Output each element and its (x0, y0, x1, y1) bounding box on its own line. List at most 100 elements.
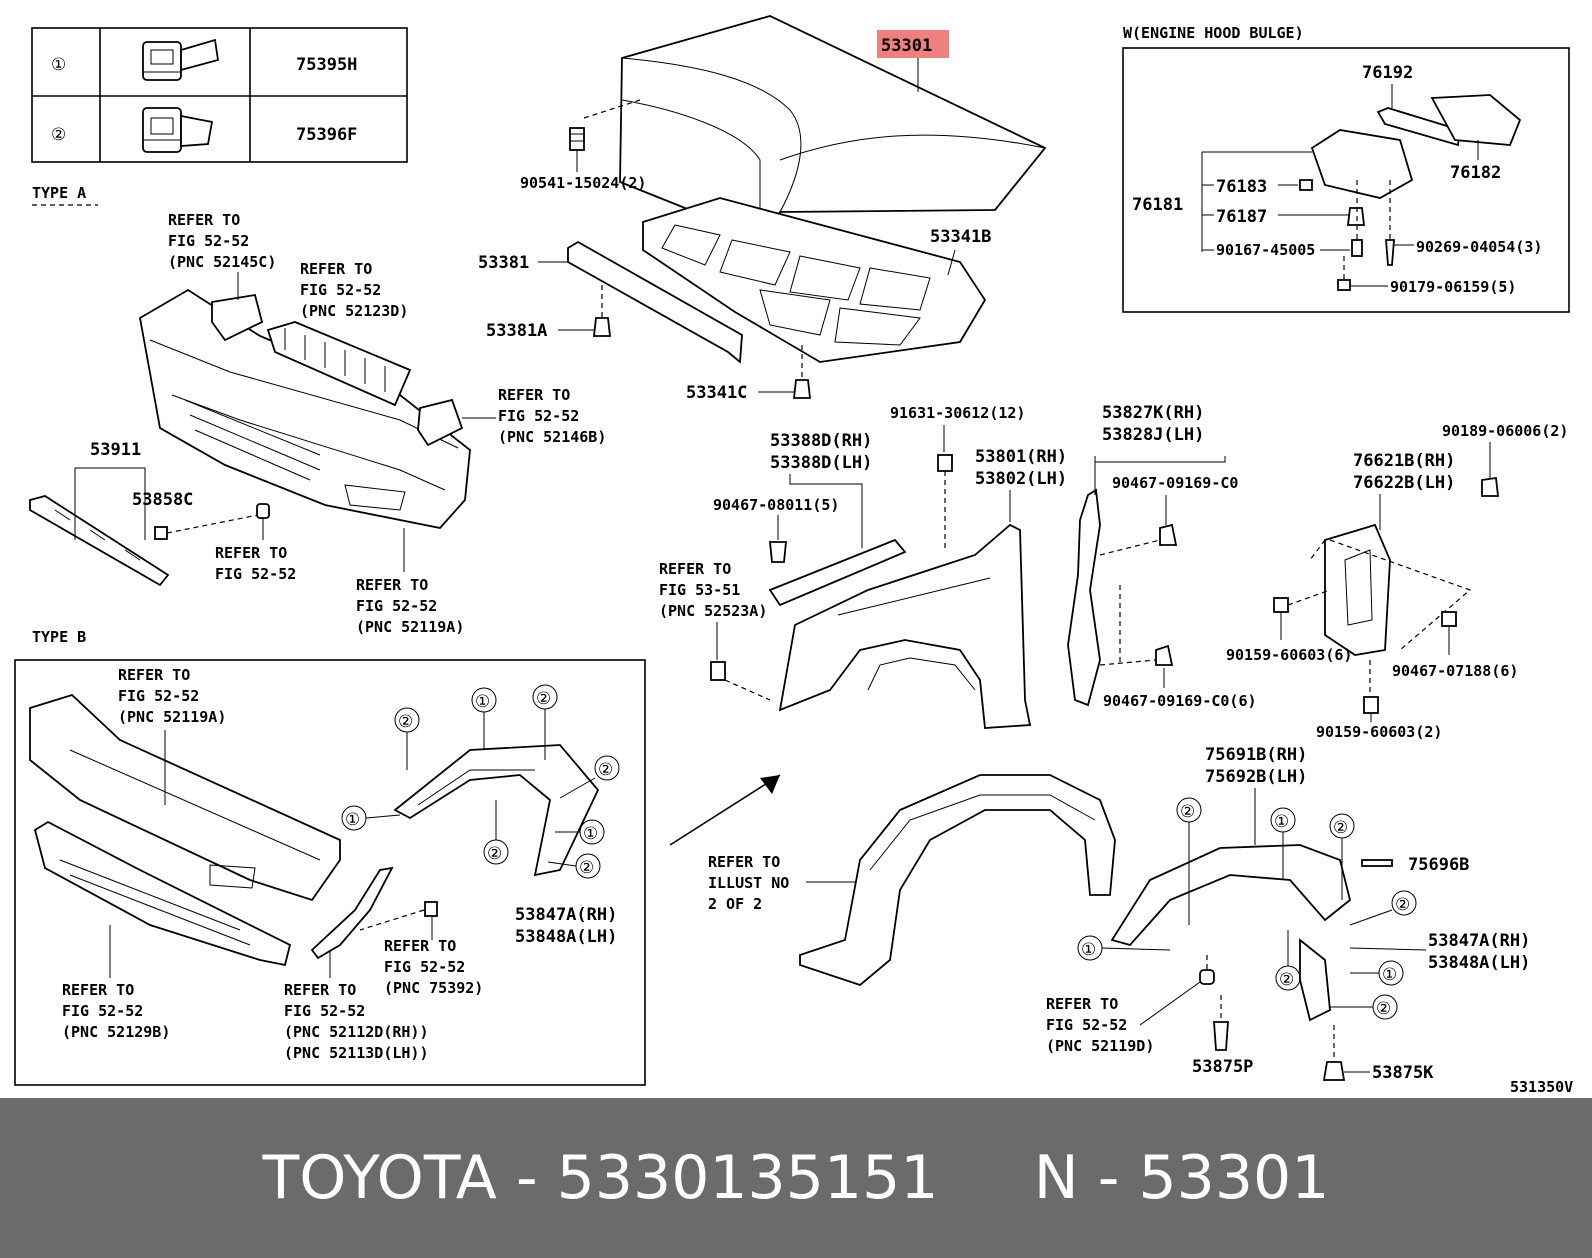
svg-text:①: ① (583, 824, 598, 844)
clip-90467-08011-icon (769, 541, 787, 563)
svg-text:①: ① (345, 810, 360, 830)
svg-text:(PNC 52123D): (PNC 52123D) (300, 302, 408, 320)
footer-gap-1 (497, 1143, 516, 1213)
seal-53381-number[interactable]: 53381 (478, 253, 529, 273)
part-75696b-number[interactable]: 75696B (1408, 855, 1469, 875)
wheel-flare-75691b-part (1110, 844, 1352, 1022)
part-90467-07188-number[interactable]: 90467-07188(6) (1392, 662, 1518, 680)
svg-text:FIG 52-52: FIG 52-52 (498, 407, 579, 425)
footer-separator-2: - (1097, 1143, 1120, 1213)
nut-fig5252-icon (256, 503, 270, 519)
part-53828j-number[interactable]: 53828J(LH) (1102, 425, 1204, 445)
refer-52129b[interactable]: REFER TO FIG 52-52 (PNC 52129B) (62, 981, 170, 1041)
part-53911-number[interactable]: 53911 (90, 440, 141, 460)
part-90467-09169-number[interactable]: 90467-09169-C0 (1112, 474, 1238, 492)
part-53847a-rh-type-b[interactable]: 53847A(RH) (515, 905, 617, 925)
part-76187-number[interactable]: 76187 (1216, 207, 1267, 227)
nut-90179-icon (1337, 279, 1351, 291)
part-76181-number[interactable]: 76181 (1132, 195, 1183, 215)
svg-text:REFER TO: REFER TO (168, 211, 240, 229)
refer-52146b[interactable]: REFER TO FIG 52-52 (PNC 52146B) (498, 386, 606, 446)
svg-text:①: ① (1081, 940, 1096, 960)
svg-text:(PNC 52113D(LH)): (PNC 52113D(LH)) (284, 1044, 429, 1062)
svg-text:②: ② (598, 760, 613, 780)
screw-90269-icon (1385, 239, 1395, 266)
part-53848a-lh-number[interactable]: 53848A(LH) (1428, 953, 1530, 973)
bumper-side-part (310, 866, 394, 960)
part-76621b-number[interactable]: 76621B(RH) (1353, 451, 1455, 471)
part-76622b-number[interactable]: 76622B(LH) (1353, 473, 1455, 493)
refer-52123d[interactable]: REFER TO FIG 52-52 (PNC 52123D) (300, 260, 408, 320)
hood-insulator-number[interactable]: 53341B (930, 227, 991, 247)
refer-52119a-type-b[interactable]: REFER TO FIG 52-52 (PNC 52119A) (118, 666, 226, 726)
bolt-90541-number[interactable]: 90541-15024(2) (520, 174, 646, 192)
clip-90467-09169-icon (1159, 523, 1178, 546)
refer-fig5252-nut[interactable]: REFER TO FIG 52-52 (215, 544, 296, 583)
part-90467-09169-6-number[interactable]: 90467-09169-C0(6) (1103, 692, 1257, 710)
clip-75696b-icon (1361, 859, 1393, 867)
svg-text:ILLUST NO: ILLUST NO (708, 874, 789, 892)
svg-text:(PNC 52146B): (PNC 52146B) (498, 428, 606, 446)
part-53848a-lh-type-b[interactable]: 53848A(LH) (515, 927, 617, 947)
refer-52145c[interactable]: REFER TO FIG 52-52 (PNC 52145C) (168, 211, 276, 271)
refer-52523a[interactable]: REFER TO FIG 53-51 (PNC 52523A) (659, 560, 767, 620)
part-91631-number[interactable]: 91631-30612(12) (890, 404, 1025, 422)
part-53388d-rh-number[interactable]: 53388D(RH) (770, 431, 872, 451)
part-76192-number[interactable]: 76192 (1362, 63, 1413, 83)
clip-75396f-icon (142, 107, 214, 153)
footer-brand: TOYOTA (262, 1143, 497, 1213)
refer-illust-2of2[interactable]: REFER TO ILLUST NO 2 OF 2 (708, 853, 789, 913)
part-53875k-number[interactable]: 53875K (1372, 1063, 1434, 1083)
refer-52119d[interactable]: REFER TO FIG 52-52 (PNC 52119D) (1046, 995, 1154, 1055)
svg-text:FIG 52-52: FIG 52-52 (1046, 1016, 1127, 1034)
refer-75392[interactable]: REFER TO FIG 52-52 (PNC 75392) (384, 937, 483, 997)
part-76183-number[interactable]: 76183 (1216, 177, 1267, 197)
bracket-52146b-part (417, 398, 464, 447)
svg-text:②: ② (579, 858, 594, 878)
legend-row2-num: ② (51, 125, 66, 145)
part-53802-number[interactable]: 53802(LH) (975, 469, 1067, 489)
clip-53341c-number[interactable]: 53341C (686, 383, 747, 403)
svg-text:(PNC 52119D): (PNC 52119D) (1046, 1037, 1154, 1055)
type-b-label: TYPE B (32, 628, 86, 646)
clip-53875k-icon (1322, 1061, 1346, 1081)
refer-52119a-type-a[interactable]: REFER TO FIG 52-52 (PNC 52119A) (356, 576, 464, 636)
part-90159-6-number[interactable]: 90159-60603(6) (1226, 646, 1352, 664)
part-90167-number[interactable]: 90167-45005 (1216, 241, 1315, 259)
part-53801-number[interactable]: 53801(RH) (975, 447, 1067, 467)
svg-text:FIG 52-52: FIG 52-52 (168, 232, 249, 250)
footer-gap-3 (938, 1143, 1033, 1213)
clip-53381a-number[interactable]: 53381A (486, 321, 547, 341)
part-53875p-number[interactable]: 53875P (1192, 1057, 1253, 1077)
svg-text:FIG 52-52: FIG 52-52 (118, 687, 199, 705)
bumper-lower-part (33, 820, 292, 967)
part-90467-08011-number[interactable]: 90467-08011(5) (713, 496, 839, 514)
svg-text:①: ① (475, 692, 490, 712)
part-53847a-rh-number[interactable]: 53847A(RH) (1428, 931, 1530, 951)
footer-separator-1: - (515, 1143, 538, 1213)
part-90269-number[interactable]: 90269-04054(3) (1416, 238, 1542, 256)
part-90159-2-number[interactable]: 90159-60603(2) (1316, 723, 1442, 741)
footer-gap-2 (538, 1143, 557, 1213)
hood-bulge-inset-frame (1122, 47, 1570, 313)
part-53388d-lh-number[interactable]: 53388D(LH) (770, 453, 872, 473)
part-75691b-number[interactable]: 75691B(RH) (1205, 745, 1307, 765)
part-90189-number[interactable]: 90189-06006(2) (1442, 422, 1568, 440)
part-76182-number[interactable]: 76182 (1450, 163, 1501, 183)
svg-text:②: ② (1333, 818, 1348, 838)
svg-text:(PNC 52112D(RH)): (PNC 52112D(RH)) (284, 1023, 429, 1041)
part-90179-number[interactable]: 90179-06159(5) (1390, 278, 1516, 296)
svg-text:REFER TO: REFER TO (300, 260, 372, 278)
svg-text:FIG 52-52: FIG 52-52 (62, 1002, 143, 1020)
hood-part-number[interactable]: 53301 (881, 36, 932, 56)
engine-hood-part (619, 15, 1047, 240)
svg-text:②: ② (1180, 802, 1195, 822)
refer-52112d[interactable]: REFER TO FIG 52-52 (PNC 52112D(RH)) (PNC… (284, 981, 429, 1062)
part-75692b-number[interactable]: 75692B(LH) (1205, 767, 1307, 787)
part-53858c-number[interactable]: 53858C (132, 490, 193, 510)
svg-text:②: ② (398, 712, 413, 732)
svg-text:(PNC 52119A): (PNC 52119A) (118, 708, 226, 726)
front-fender-part (778, 523, 1032, 729)
svg-text:②: ② (487, 844, 502, 864)
part-53827k-number[interactable]: 53827K(RH) (1102, 403, 1204, 423)
